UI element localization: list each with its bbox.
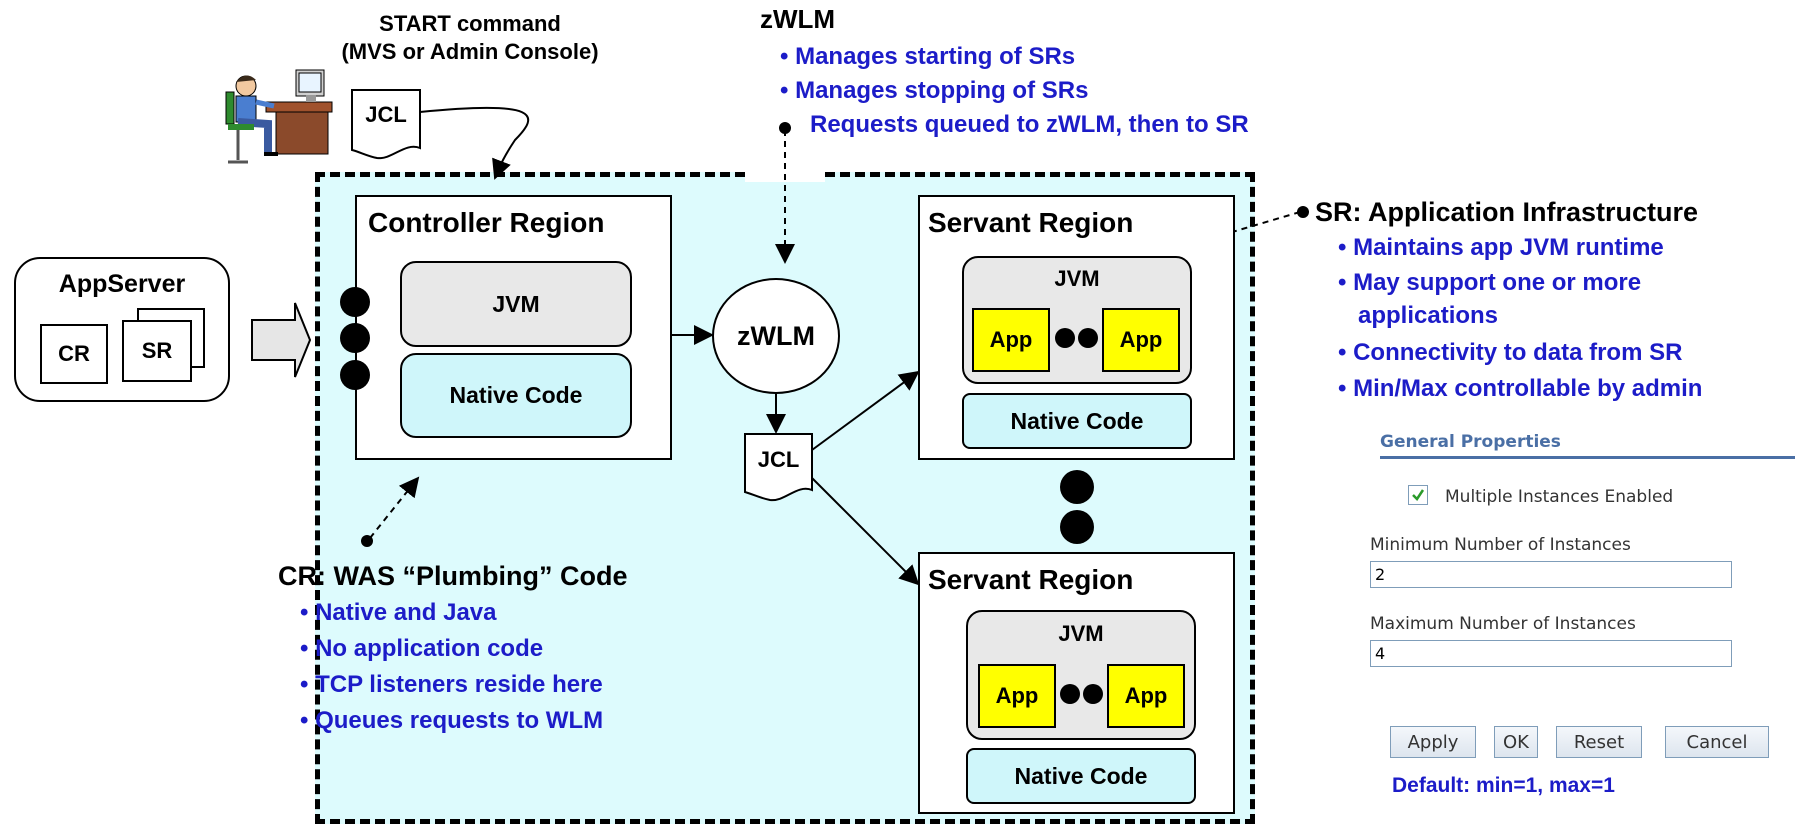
- cr-info-bullet-2: • No application code: [300, 635, 544, 662]
- cr-info-dot: [361, 535, 373, 547]
- appserver-block-arrow: [251, 302, 312, 378]
- servant-1-jvm-label: JVM: [1054, 266, 1100, 291]
- jcl-to-servant2-arrow: [811, 477, 920, 586]
- controller-native-code: Native Code: [400, 353, 632, 438]
- cr-info-bullet-4: • Queues requests to WLM: [300, 707, 604, 734]
- ok-button[interactable]: OK: [1494, 726, 1538, 758]
- start-command-line2: (MVS or Admin Console): [341, 39, 599, 64]
- servant-2-app-ellipsis-dot-1: [1060, 684, 1080, 704]
- servant-region-2-title: Servant Region: [928, 564, 1134, 595]
- zwlm-node-label: zWLM: [737, 320, 815, 351]
- apply-button[interactable]: Apply: [1390, 726, 1476, 758]
- multiple-instances-checkbox[interactable]: [1408, 485, 1428, 505]
- jcl-paper-top: [351, 89, 421, 160]
- jcl-top-label: JCL: [365, 102, 407, 127]
- tcp-listener-dot-1: [340, 287, 370, 317]
- cr-label: CR: [58, 341, 90, 366]
- general-properties-title: General Properties: [1380, 432, 1561, 452]
- appserver-title: AppServer: [58, 270, 186, 298]
- servant-ellipsis-dot-1: [1060, 470, 1094, 504]
- sr-info-bullet-2b: applications: [1358, 302, 1499, 329]
- servant-1-app-1: App: [972, 308, 1050, 372]
- controller-region-title: Controller Region: [368, 207, 605, 238]
- servant-1-app-ellipsis-dot-1: [1055, 328, 1075, 348]
- start-command-line1: START command: [379, 11, 561, 36]
- default-note: Default: min=1, max=1: [1392, 774, 1615, 797]
- zwlm-bullet-2: • Manages stopping of SRs: [780, 77, 1089, 104]
- sr-info-bullet-4: • Min/Max controllable by admin: [1338, 375, 1703, 402]
- min-instances-label: Minimum Number of Instances: [1370, 535, 1631, 555]
- checkmark-icon: [1412, 489, 1425, 501]
- reset-button[interactable]: Reset: [1556, 726, 1642, 758]
- cr-info-bullet-1: • Native and Java: [300, 599, 497, 626]
- servant-ellipsis-dot-2: [1060, 510, 1094, 544]
- start-command-label: START command (MVS or Admin Console): [315, 10, 625, 66]
- sr-info-bullet-3: • Connectivity to data from SR: [1338, 339, 1683, 366]
- jcl-to-controller-arrow: [419, 106, 530, 180]
- min-instances-input[interactable]: [1370, 561, 1732, 588]
- zwlm-node: zWLM: [712, 278, 840, 394]
- person-at-computer-illustration: [225, 69, 333, 164]
- servant-1-app-2: App: [1102, 308, 1180, 372]
- servant-1-app-ellipsis-dot-2: [1078, 328, 1098, 348]
- multiple-instances-label: Multiple Instances Enabled: [1445, 487, 1674, 507]
- zwlm-title: zWLM: [760, 4, 836, 34]
- cr-info-bullet-3: • TCP listeners reside here: [300, 671, 603, 698]
- zwlm-bullet-dot: [779, 122, 791, 134]
- appserver-sr-box: SR: [122, 320, 192, 382]
- servant-region-1-title: Servant Region: [928, 207, 1134, 238]
- cr-info-title: CR: WAS “Plumbing” Code: [278, 561, 628, 591]
- tcp-listener-dot-3: [340, 360, 370, 390]
- general-properties-heading: General Properties: [1380, 432, 1795, 459]
- tcp-listener-dot-2: [340, 323, 370, 353]
- servant-2-native-code: Native Code: [966, 748, 1196, 804]
- sr-label: SR: [141, 338, 173, 363]
- zwlm-bullet-3: Requests queued to zWLM, then to SR: [810, 111, 1249, 138]
- zwlm-bullet-1: • Manages starting of SRs: [780, 43, 1076, 70]
- cancel-button[interactable]: Cancel: [1665, 726, 1769, 758]
- servant-2-jvm-label: JVM: [1058, 621, 1104, 646]
- servant-1-native-code: Native Code: [962, 393, 1192, 449]
- appserver-cr-box: CR: [40, 324, 108, 384]
- controller-jvm: JVM: [400, 261, 632, 347]
- sr-info-dot: [1297, 206, 1309, 218]
- sr-info-bullet-1: • Maintains app JVM runtime: [1338, 234, 1664, 261]
- sr-info-title: SR: Application Infrastructure: [1315, 197, 1699, 227]
- max-instances-label: Maximum Number of Instances: [1370, 614, 1636, 634]
- jcl-paper-middle: [744, 433, 813, 502]
- servant-2-app-1: App: [978, 664, 1056, 728]
- sr-info-bullet-2: • May support one or more: [1338, 269, 1642, 296]
- jcl-to-servant1-arrow: [811, 370, 920, 451]
- max-instances-input[interactable]: [1370, 640, 1732, 667]
- cr-info-dashed-arrow: [369, 476, 420, 539]
- servant-2-app-2: App: [1107, 664, 1185, 728]
- servant-2-app-ellipsis-dot-2: [1083, 684, 1103, 704]
- jcl-middle-label: JCL: [757, 447, 800, 472]
